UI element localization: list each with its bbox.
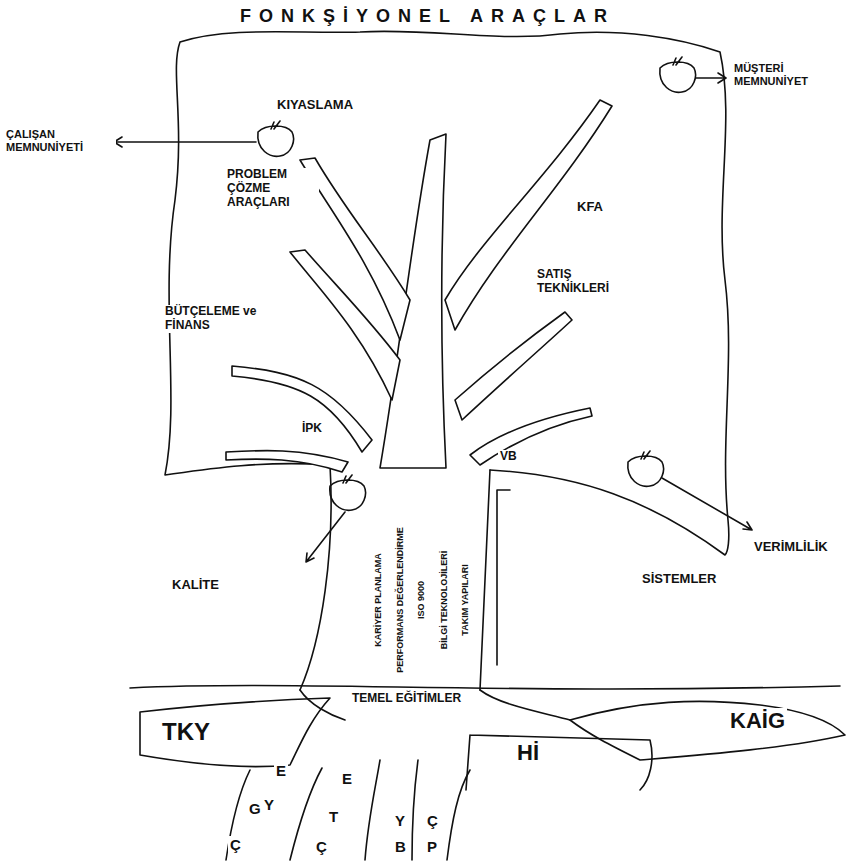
trunk-label: PERFORMANS DEĞERLENDİRME [395,525,405,675]
branch-label: SATIŞ TEKNİKLERİ [535,268,634,296]
root-letter: E [274,762,288,779]
callout-label: ÇALIŞAN MEMNUNİYETİ [4,128,116,153]
root-letter: Ç [314,838,329,855]
bracket-line [497,490,510,665]
ground-label: TEMEL EĞİTİMLER [350,692,463,706]
diagram-title: FONKŞİYONEL ARAÇLAR [238,6,617,27]
branch-label: VB [498,450,519,464]
apples [114,57,752,562]
root-letter: B [393,838,408,855]
branch-label: PROBLEM ÇÖZME ARAÇLARI [225,168,319,209]
branch-label: İPK [300,422,324,436]
root-label: Hİ [515,740,541,765]
branch-label: KIYASLAMA [275,98,355,113]
branch-label: BÜTÇELEME ve FİNANS [163,305,259,333]
root-letter: T [327,808,340,825]
root-letter: Ç [425,812,440,829]
ground-line [130,686,840,689]
trunk-label: KARİYER PLANLAMA [373,551,383,649]
root-letter: Y [262,796,276,813]
trunk-label: ISO 9000 [416,579,426,621]
trunk-label: BİLGİ TEKNOLOJİLERİ [439,549,449,652]
roots [140,690,845,860]
branch-label: KFA [575,200,605,215]
root-letter: Y [393,812,407,829]
callout-label: MÜŞTERİ MEMNUNİYET [732,62,851,87]
root-label: KAİG [728,708,787,733]
trunk-label: TAKIM YAPILARI [460,562,470,637]
root-letter: P [425,838,439,855]
callout-label: VERİMLİLİK [752,540,830,555]
region-label: KALİTE [170,578,221,593]
trunk-outline [300,465,490,690]
root-label: TKY [160,718,212,746]
region-label: SİSTEMLER [640,572,718,587]
root-letter: E [340,770,354,787]
root-letter: Ç [228,836,243,853]
root-letter: G [247,800,263,817]
canopy-outline [165,31,729,555]
